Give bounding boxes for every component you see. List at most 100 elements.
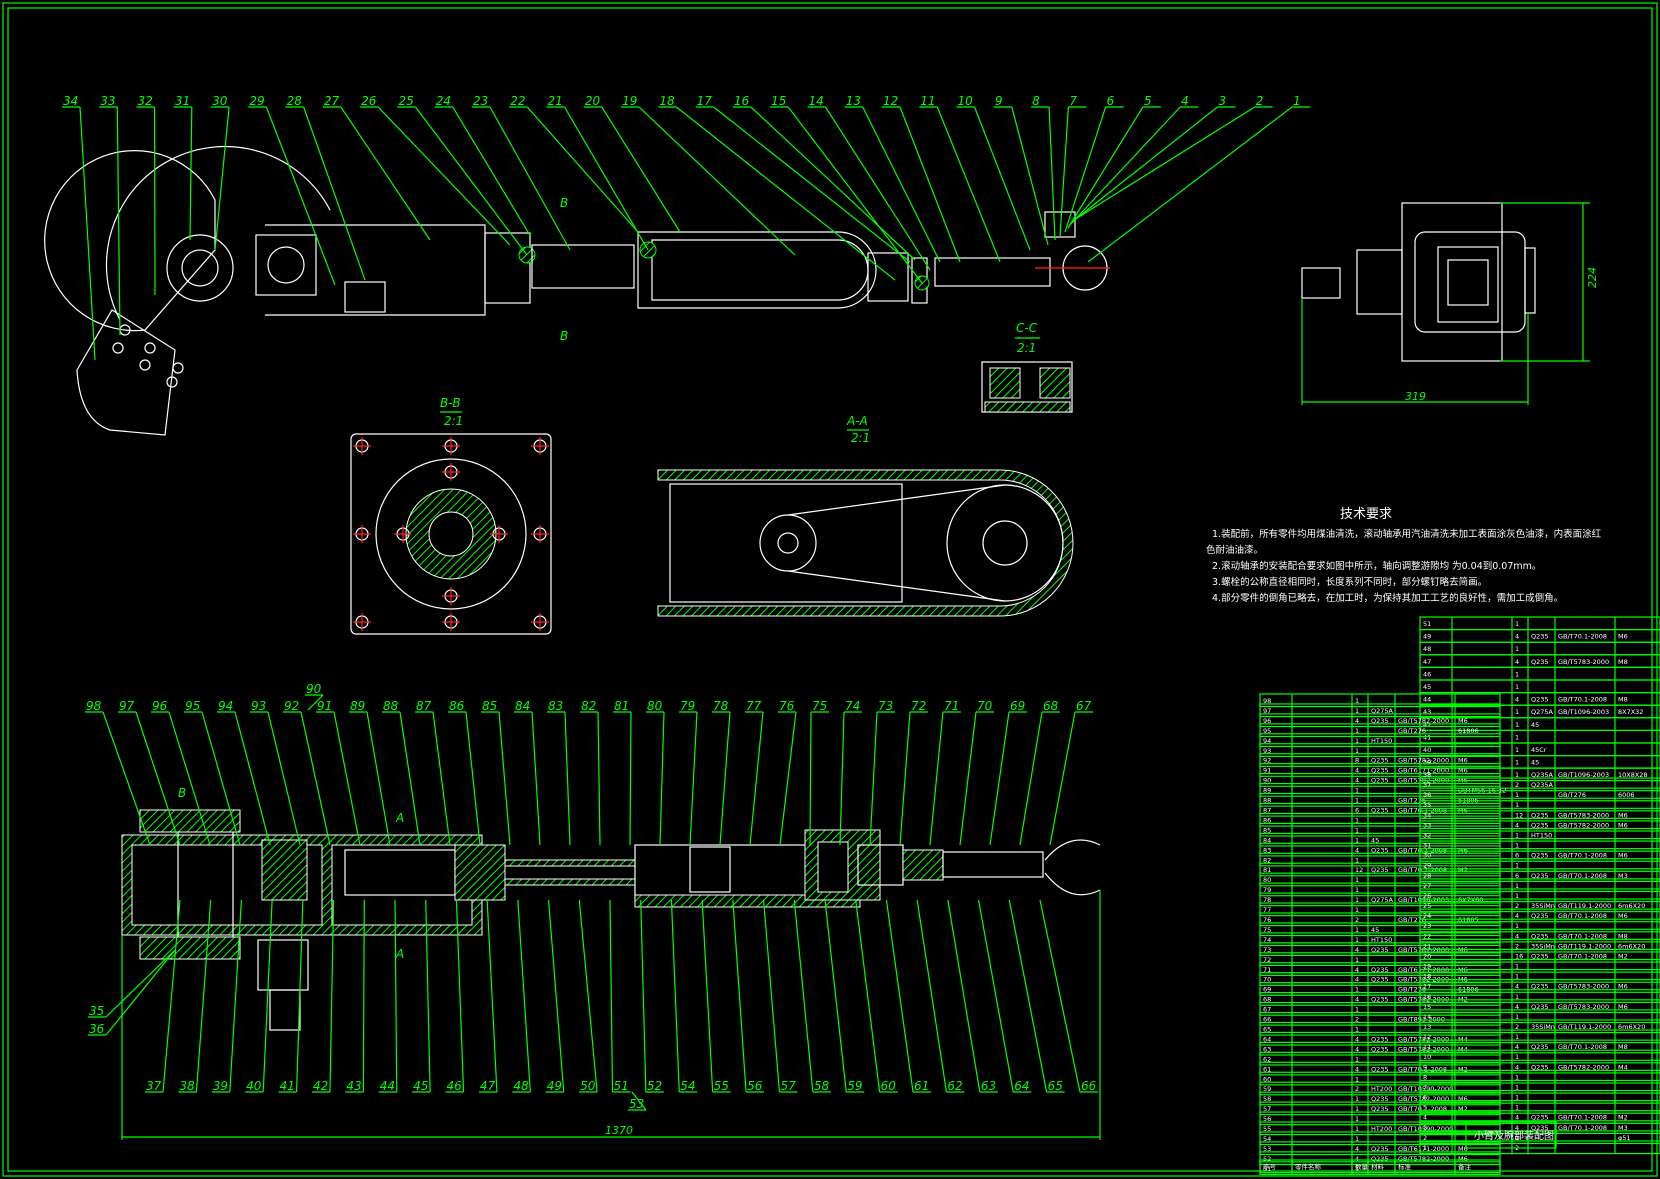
bom-cell: 1 [1355, 1095, 1359, 1103]
balloon-26: 26 [360, 94, 511, 246]
balloon-68: 68 [1019, 699, 1060, 846]
bom-cell: 96 [1263, 717, 1271, 725]
bom-cell: 10 [1423, 1053, 1431, 1061]
leader-line [869, 711, 878, 846]
bom-cell: 55 [1263, 1125, 1271, 1133]
bom-cell: 45Cr [1531, 746, 1547, 754]
bom-cell: GB/T70.1-2008 [1398, 866, 1447, 874]
balloon-58: 58 [793, 899, 831, 1093]
bom-cell: M6 [1458, 1145, 1468, 1153]
balloon-88: 88 [382, 699, 421, 846]
bom-row-frame [1419, 1089, 1660, 1104]
leader-line [234, 711, 271, 846]
bom-cell: 4 [1515, 1114, 1519, 1122]
balloon-41: 41 [278, 899, 304, 1093]
balloon-label: 32 [138, 94, 153, 108]
balloon-31: 31 [173, 94, 193, 241]
balloon-56: 56 [732, 899, 765, 1093]
leader-line [929, 711, 944, 846]
bom-cell: GB/T70.1-2008 [1558, 696, 1607, 704]
inner-frame [7, 7, 1653, 1172]
bom-cell: 4 [1355, 946, 1359, 954]
bom-cell: 52 [1263, 1155, 1271, 1163]
bom-cell: 6 [1355, 806, 1359, 814]
balloon-76: 76 [778, 699, 797, 846]
leader-line [839, 711, 845, 846]
leader-line [229, 899, 243, 1093]
leader-line [659, 711, 665, 846]
bom-cell: 4 [1355, 1045, 1359, 1053]
bom-cell: 材料 [1371, 1162, 1385, 1171]
balloon-74: 74 [839, 699, 862, 846]
bom-cell: GB/T70.1-2008 [1558, 912, 1607, 920]
bom-cell: M2 [1618, 952, 1628, 960]
bom-header-row: 序号零件名称数量材料标准备注 [1259, 1159, 1501, 1174]
bom-row-frame [1419, 908, 1660, 923]
balloon-label: 1 [1293, 94, 1301, 108]
balloon-38: 38 [178, 899, 212, 1093]
leader-line [307, 694, 324, 711]
bom-cell: M6 [1618, 811, 1628, 819]
bom-cell: 1 [1515, 791, 1519, 799]
bom-cell: 3 [1423, 1124, 1427, 1132]
leader-line [189, 106, 193, 241]
balloon-label: 97 [119, 699, 135, 713]
bom-cell: 78 [1263, 896, 1271, 904]
leader-line [793, 899, 814, 1093]
bom-cell: 数量 [1355, 1162, 1369, 1171]
leader-line [779, 711, 797, 846]
balloon-label: 40 [246, 1079, 262, 1093]
balloon-label: 24 [436, 94, 451, 108]
bom-cell: 63 [1263, 1045, 1271, 1053]
bom-cell: 1 [1355, 906, 1359, 914]
bom-cell: GB/T5783-2000 [1558, 811, 1609, 819]
bom-cell: 1 [1515, 993, 1519, 1001]
bom-cell: GB/T70.1-2008 [1558, 852, 1607, 860]
bom-row-frame [1419, 666, 1660, 681]
tech-req-line-2: 色耐油油漆。 [1206, 544, 1263, 556]
leader-line [489, 106, 571, 251]
bom-cell: 19 [1423, 963, 1431, 971]
bom-row-frame [1419, 787, 1660, 802]
leader-line [564, 711, 571, 846]
bom-cell: 42 [1423, 721, 1431, 729]
gripper-finger-bottom [1044, 872, 1101, 896]
leader-line [102, 711, 151, 846]
balloon-79: 79 [679, 699, 698, 846]
wrist-link [934, 257, 1051, 287]
bom-row-frame [1259, 822, 1501, 837]
leader-line [300, 711, 331, 846]
bb-bolt-holes [353, 437, 549, 631]
bom-cell: 98 [1263, 697, 1271, 705]
bom-cell: Q235 [1531, 952, 1549, 960]
bom-cell: GB/T70.1-2008 [1558, 932, 1607, 940]
balloon-93: 93 [250, 699, 301, 846]
balloon-89: 89 [349, 699, 391, 846]
leader-line [1067, 106, 1144, 229]
bom-row-frame [1419, 918, 1660, 933]
balloon-label: 95 [185, 699, 200, 713]
balloon-label: 17 [697, 94, 713, 108]
leader-line [201, 711, 241, 846]
bom-cell: M2 [1458, 866, 1468, 874]
bom-cell: 82 [1263, 856, 1271, 864]
belt-housing [637, 231, 877, 309]
bom-row-frame [1419, 817, 1660, 832]
bom-cell: GB/T70.1-2008 [1558, 872, 1607, 880]
balloon-label: 6 [1107, 94, 1115, 108]
leader-line [732, 899, 747, 1093]
bom-cell: 8 [1355, 757, 1359, 765]
bom-cell: 1 [1515, 759, 1519, 767]
bom-cell: 1 [1515, 1104, 1519, 1112]
